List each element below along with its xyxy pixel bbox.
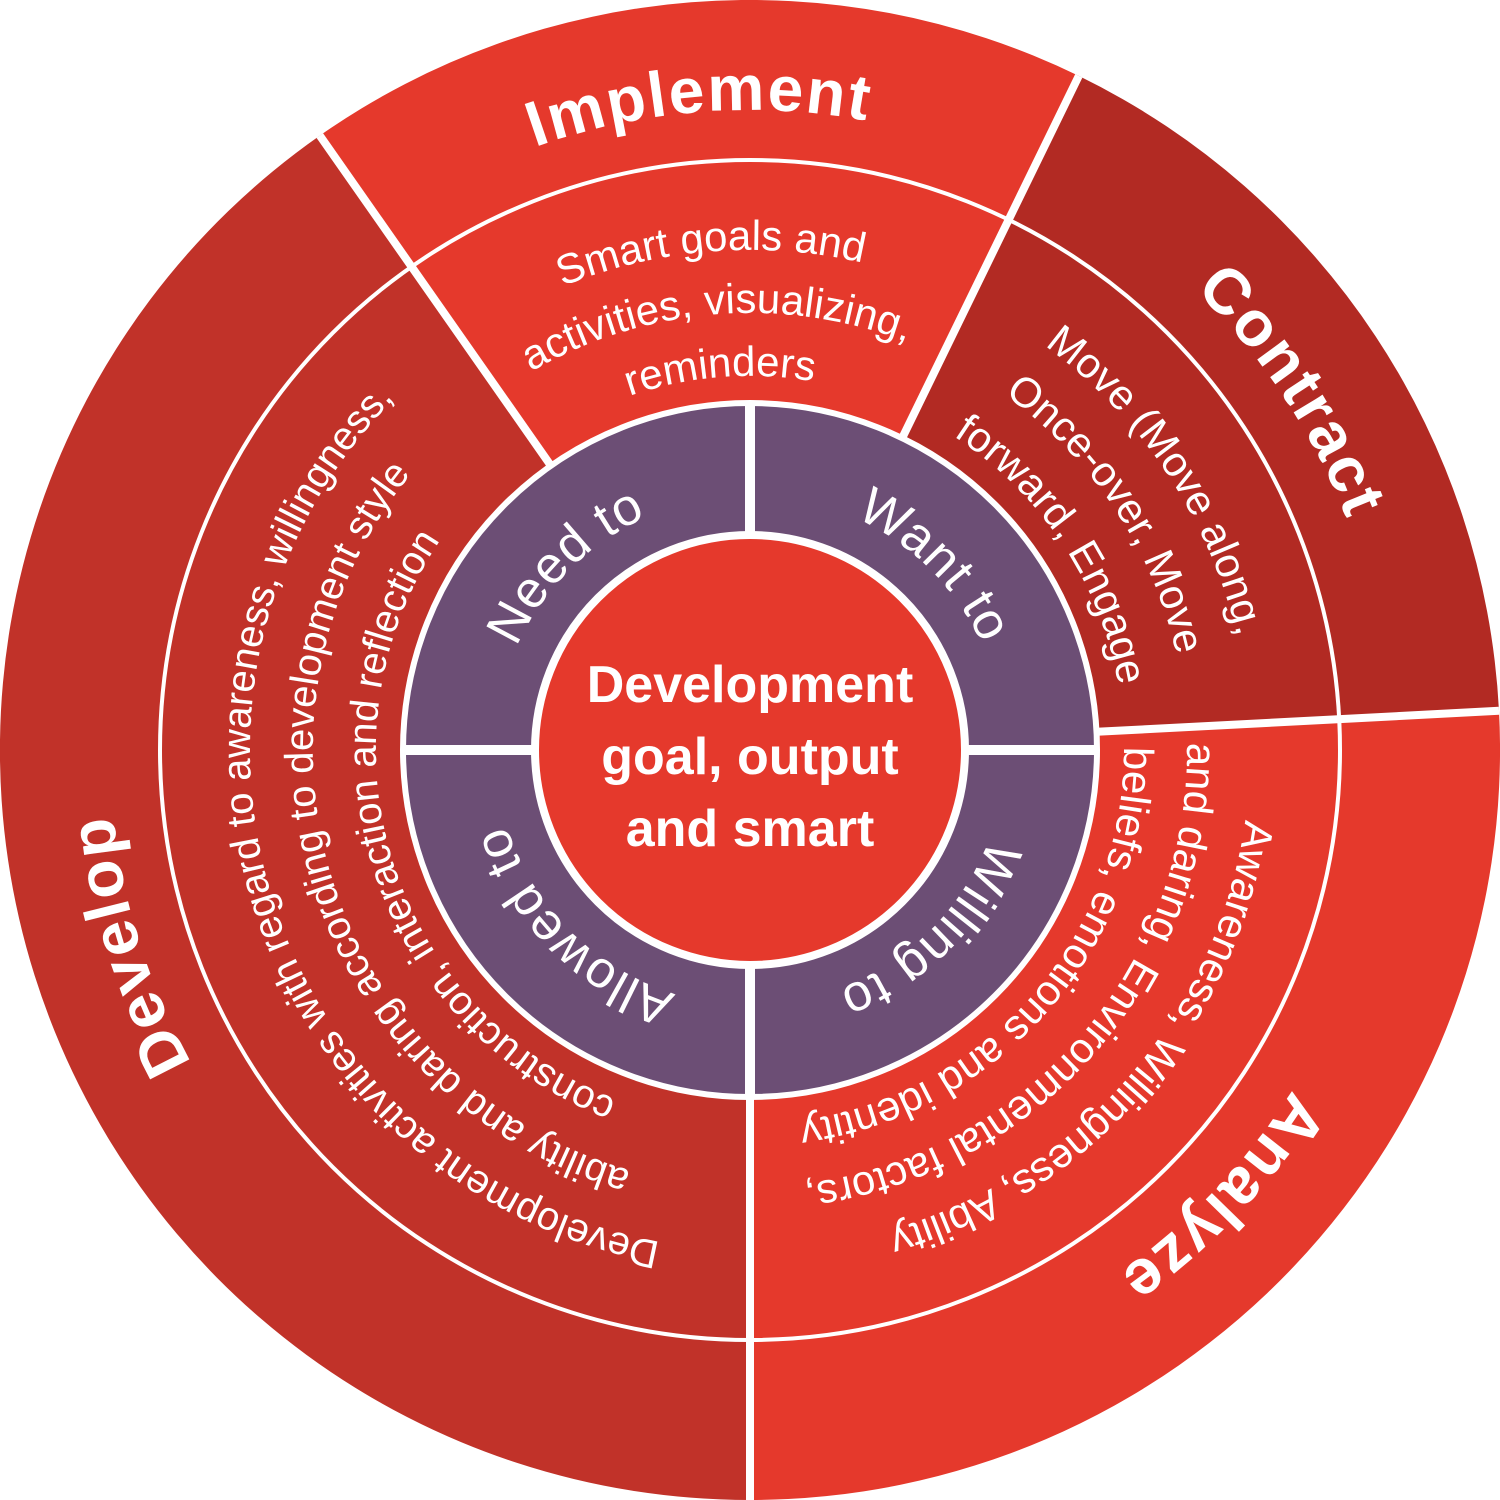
center-text-line-3: and smart <box>626 800 875 858</box>
sector-analyze-wedge <box>750 710 1500 1500</box>
sector-divider-implement-contract <box>897 74 1083 442</box>
sector-contract-wedge <box>901 75 1499 732</box>
sector-divider-develop-implement <box>316 133 556 470</box>
sector-divider-contract-analyze <box>1094 706 1500 736</box>
center-text-line-1: Development <box>587 656 914 714</box>
sector-develop-wedge <box>0 135 750 1500</box>
sector-implement-wedge <box>319 0 1079 468</box>
center-text-line-2: goal, output <box>601 728 898 786</box>
